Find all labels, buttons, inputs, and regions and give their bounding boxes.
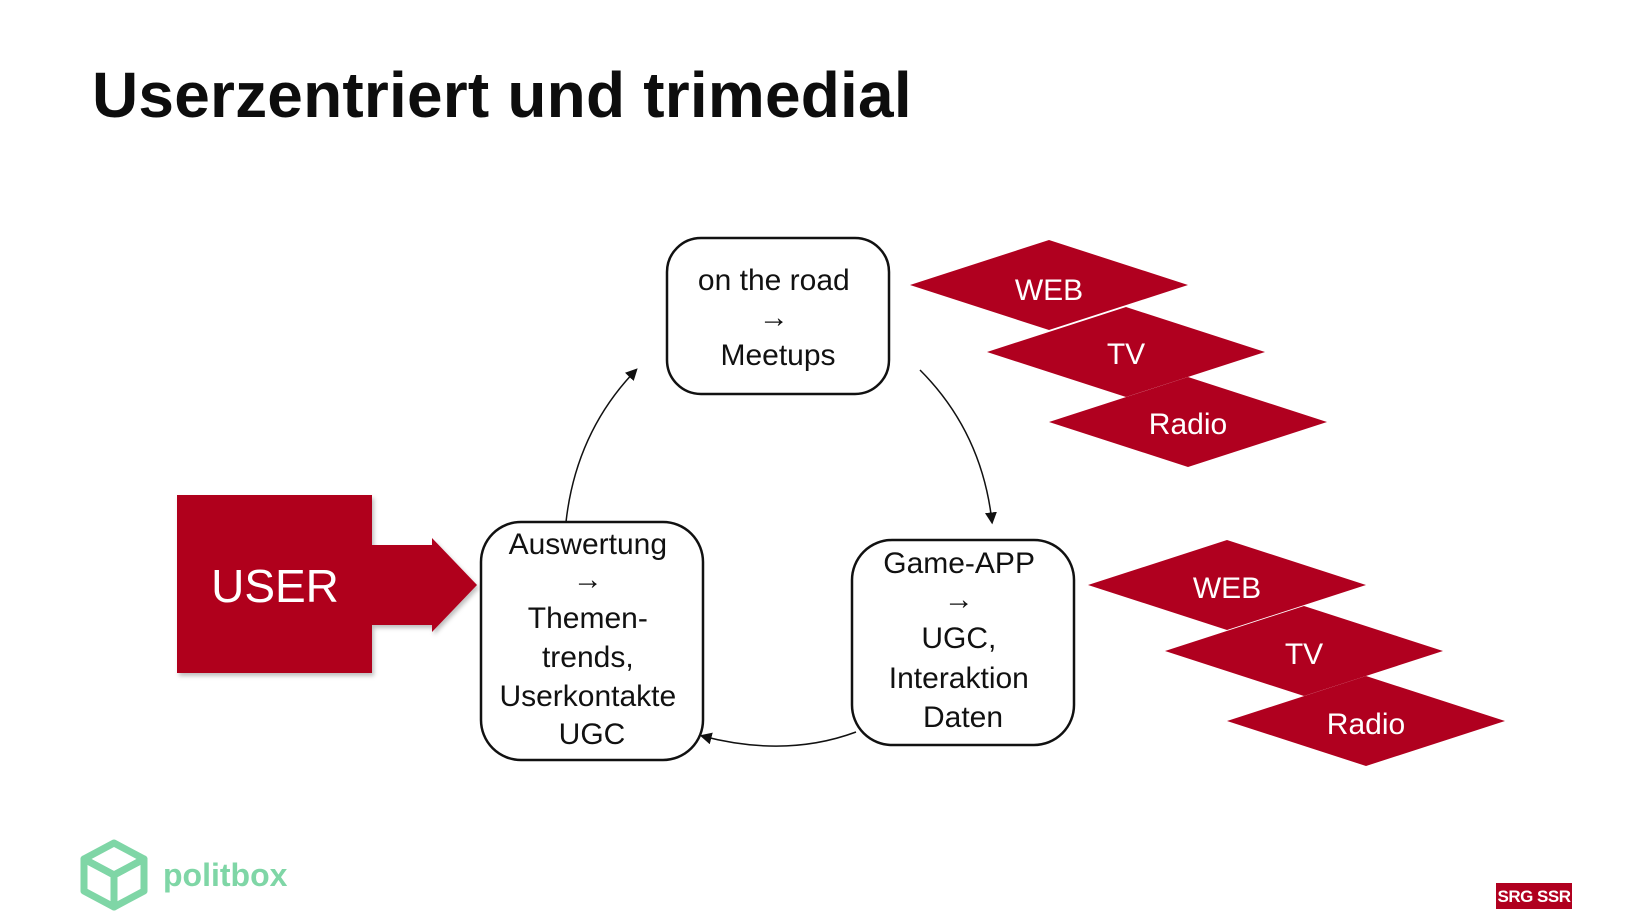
box-icon	[80, 839, 148, 911]
node-text: on the road → Meetups	[698, 264, 858, 372]
slide-title: Userzentriert und trimedial	[92, 59, 912, 131]
node-line: trends,	[542, 641, 634, 674]
node-line: Game-APP	[883, 547, 1034, 580]
media-diamond-tv	[1165, 606, 1443, 696]
user-block	[177, 495, 477, 673]
user-label: USER	[211, 560, 339, 612]
media-label: TV	[1285, 638, 1323, 671]
media-diamond-tv	[987, 307, 1265, 397]
node-on-the-road: on the road → Meetups	[665, 236, 891, 396]
brand-label: SRG SSR	[1497, 887, 1570, 906]
node-line: UGC,	[921, 622, 996, 655]
node-line: Themen-	[528, 602, 648, 635]
node-line: Daten	[923, 701, 1003, 734]
node-arrow: →	[573, 563, 603, 596]
node-line: Auswertung	[509, 528, 667, 561]
node-text: Auswertung → Themen- trends, Userkontakt…	[499, 528, 684, 751]
arrow-eval-to-road	[565, 368, 638, 523]
media-label: WEB	[1193, 572, 1261, 605]
politbox-logo: politbox	[80, 839, 288, 911]
media-diamond-radio	[1049, 377, 1327, 467]
node-line: Meetups	[720, 339, 835, 372]
user-arrow	[372, 538, 477, 632]
media-diamond-radio	[1227, 676, 1505, 766]
node-arrow: →	[944, 583, 974, 616]
node-line: Interaktion	[889, 662, 1029, 695]
media-label: WEB	[1015, 274, 1083, 307]
node-game-app: Game-APP → UGC, Interaktion Daten	[850, 538, 1076, 747]
media-group-top: WEB TV Radio	[910, 240, 1327, 467]
node-line: Userkontakte	[499, 680, 676, 713]
node-text: Game-APP → UGC, Interaktion Daten	[883, 547, 1043, 734]
srg-ssr-logo: SRG SSR	[1496, 883, 1572, 909]
media-group-bottom: WEB TV Radio	[1088, 540, 1505, 766]
node-line: UGC	[559, 718, 626, 751]
arrow-game-to-eval	[699, 731, 857, 747]
arrow-road-to-game	[919, 369, 997, 525]
media-label: Radio	[1149, 408, 1227, 441]
media-diamond-web	[1088, 540, 1366, 630]
node-arrow: →	[759, 301, 789, 334]
node-line: on the road	[698, 264, 850, 297]
logo-wordmark: politbox	[163, 857, 288, 893]
media-diamond-web	[910, 240, 1188, 330]
media-label: Radio	[1327, 708, 1405, 741]
media-label: TV	[1107, 338, 1145, 371]
node-auswertung: Auswertung → Themen- trends, Userkontakt…	[479, 520, 705, 762]
user-box	[177, 495, 372, 673]
